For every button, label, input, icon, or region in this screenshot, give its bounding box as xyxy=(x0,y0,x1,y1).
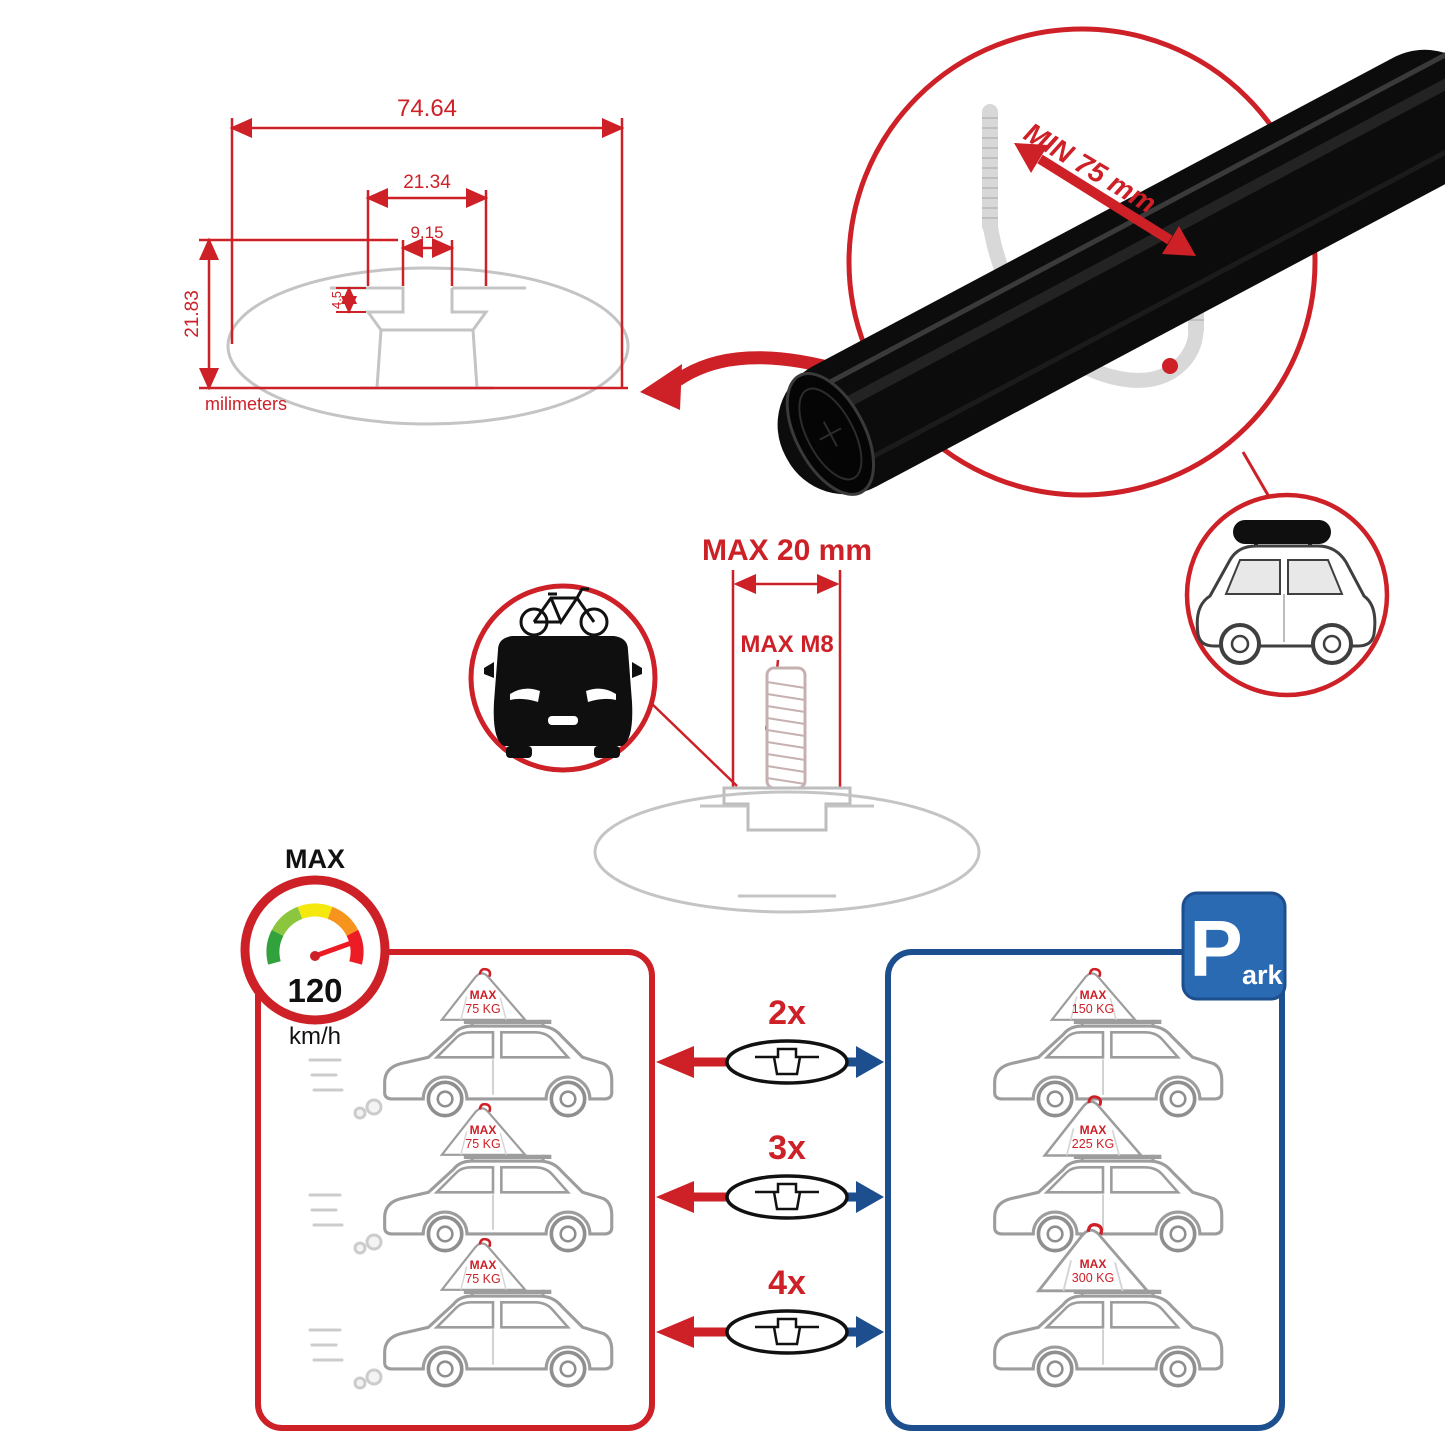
roof-box xyxy=(1233,520,1331,544)
roofbox-car-badge xyxy=(1184,492,1390,698)
bar-ellipse xyxy=(226,266,630,426)
speed-max-label: MAX xyxy=(285,844,345,874)
t-nut-plate xyxy=(722,786,852,832)
driving-cargo-3-max: MAX xyxy=(470,1258,497,1272)
parking-car-row-1: MAX 150 KG xyxy=(995,967,1222,1116)
clamp-detail-circle: MIN 75 mm xyxy=(777,26,1445,503)
max-width-label: MAX 20 mm xyxy=(702,534,872,567)
gauge-needle xyxy=(312,939,357,959)
dim-height-label: 21.83 xyxy=(182,290,203,338)
bolt-drawing xyxy=(765,666,807,790)
bolt-detail: MAX 20 mm MAX M8 xyxy=(593,534,981,914)
parking-cargo-1-max: MAX xyxy=(1080,988,1107,1002)
leader-to-bolt xyxy=(649,701,738,787)
thread-ticks-left xyxy=(982,117,998,219)
dim-lip-label: 4.5 xyxy=(329,291,344,309)
min-distance-arrow xyxy=(1014,143,1196,256)
multiplier-row-2: 3x xyxy=(656,1129,884,1220)
dim-slot-outer-label: 21.34 xyxy=(403,172,451,193)
bar-profile-glyph-2 xyxy=(725,1174,849,1220)
bike-car-badge xyxy=(468,583,738,787)
parking-cargo-3-max: MAX xyxy=(1080,1257,1107,1271)
speed-unit: km/h xyxy=(289,1023,341,1050)
dimension-lines xyxy=(199,118,628,391)
clamp-point-dot xyxy=(1162,358,1178,374)
parking-cargo-2-load: 225 KG xyxy=(1072,1137,1114,1151)
multiplier-label-2: 3x xyxy=(768,1129,806,1167)
driving-car-row-1: MAX 75 KG xyxy=(308,967,612,1120)
speedometer-circle xyxy=(240,875,390,1025)
driving-car-row-3: MAX 75 KG xyxy=(308,1237,612,1390)
parking-sign-suffix: ark xyxy=(1242,960,1284,990)
parking-cargo-2-max: MAX xyxy=(1080,1123,1107,1137)
headlights xyxy=(510,688,616,702)
parking-car-row-3: MAX 300 KG xyxy=(995,1222,1222,1386)
bar-slot-profile xyxy=(330,286,526,390)
driving-cargo-1-load: 75 KG xyxy=(465,1002,500,1016)
bar-profile-outline xyxy=(226,266,630,426)
driving-cargo-2-max: MAX xyxy=(470,1123,497,1137)
dim-total-width-label: 74.64 xyxy=(397,95,457,122)
parking-panel-cars: MAX 150 KG MAX 225 KG MAX 300 KG xyxy=(995,967,1222,1386)
parking-cargo-3-load: 300 KG xyxy=(1072,1271,1114,1285)
driving-cargo-2-load: 75 KG xyxy=(465,1137,500,1151)
speed-value: 120 xyxy=(287,972,342,1009)
leader-to-roofbox-circle xyxy=(1241,451,1274,503)
suv-windows xyxy=(1224,559,1344,595)
gauge-arc xyxy=(266,903,364,965)
car-front-silhouette xyxy=(484,636,642,758)
dim-slot-inner-label: 9.15 xyxy=(410,223,443,242)
parking-cargo-1-load: 150 KG xyxy=(1072,1002,1114,1016)
bar-profile-under-bolt xyxy=(593,790,981,914)
parking-sign: P ark xyxy=(1181,891,1287,1001)
cross-section-diagram: 74.64 21.34 9.15 4.5 21.83 milimeters xyxy=(182,95,848,426)
driving-panel-cars: MAX 75 KG MAX 75 KG MAX 75 KG xyxy=(308,967,612,1390)
driving-cargo-3-load: 75 KG xyxy=(465,1272,500,1286)
driving-car-row-2: MAX 75 KG xyxy=(308,1102,612,1255)
multiplier-label-3: 4x xyxy=(768,1264,806,1302)
driving-cargo-1-max: MAX xyxy=(470,988,497,1002)
multiplier-row-1: 2x xyxy=(656,994,884,1085)
bike-icon xyxy=(519,587,609,637)
parking-car-row-2: MAX 225 KG xyxy=(995,1095,1222,1251)
speed-limit-badge: MAX 120 km/h xyxy=(240,844,390,1050)
max-thread-label: MAX M8 xyxy=(740,631,833,658)
parking-sign-letter: P xyxy=(1189,904,1242,993)
multiplier-row-3: 4x xyxy=(656,1264,884,1355)
multiplier-rows: 2x 3x 4x xyxy=(656,994,884,1355)
units-label: milimeters xyxy=(205,394,287,414)
multiplier-label-1: 2x xyxy=(768,994,806,1032)
bar-profile-glyph-3 xyxy=(725,1309,849,1355)
bar-profile-glyph-1 xyxy=(725,1039,849,1085)
